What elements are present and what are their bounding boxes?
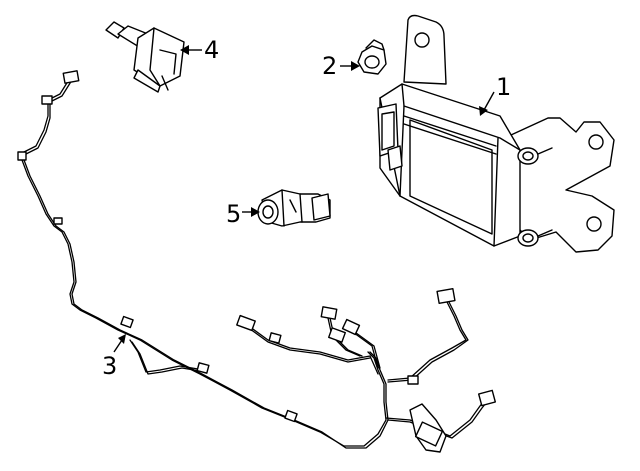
callout-label-2: 2: [322, 52, 337, 80]
callout-label-5: 5: [226, 200, 241, 228]
callout-1: 1: [479, 73, 511, 116]
sensor-connector: [105, 21, 185, 93]
nut: [357, 39, 387, 75]
callout-3: 3: [102, 334, 126, 380]
parking-sensor: [257, 189, 331, 227]
callout-5: 5: [226, 200, 260, 228]
callout-label-4: 4: [204, 36, 219, 64]
callout-2: 2: [322, 52, 360, 80]
wiring-harness: [17, 70, 497, 453]
control-module: [377, 14, 615, 253]
callout-label-3: 3: [102, 352, 117, 380]
callout-4: 4: [180, 36, 219, 64]
callout-label-1: 1: [496, 73, 511, 101]
